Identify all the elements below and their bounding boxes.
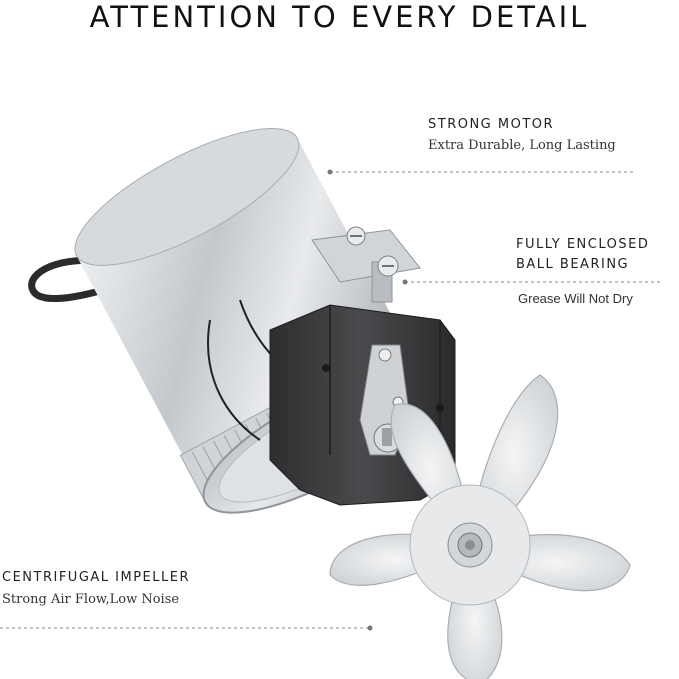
callout-ball-bearing-title-line2: BALL BEARING (516, 257, 630, 272)
power-cord (28, 256, 114, 302)
centrifugal-impeller (329, 374, 631, 679)
callout-leader-lines (0, 171, 660, 629)
callout-strong-motor-subtitle: Extra Durable, Long Lasting (428, 138, 616, 153)
mounting-bracket (311, 226, 421, 303)
callout-ball-bearing-title-line1: FULLY ENCLOSED (516, 237, 650, 252)
callout-strong-motor-title: STRONG MOTOR (428, 117, 555, 132)
callout-ball-bearing-subtitle: Grease Will Not Dry (518, 291, 633, 306)
callout-impeller-subtitle: Strong Air Flow,Low Noise (2, 592, 180, 607)
page-headline: ATTENTION TO EVERY DETAIL (89, 0, 590, 34)
motor-wires (207, 319, 261, 441)
callout-impeller-title: CENTRIFUGAL IMPELLER (2, 570, 190, 585)
